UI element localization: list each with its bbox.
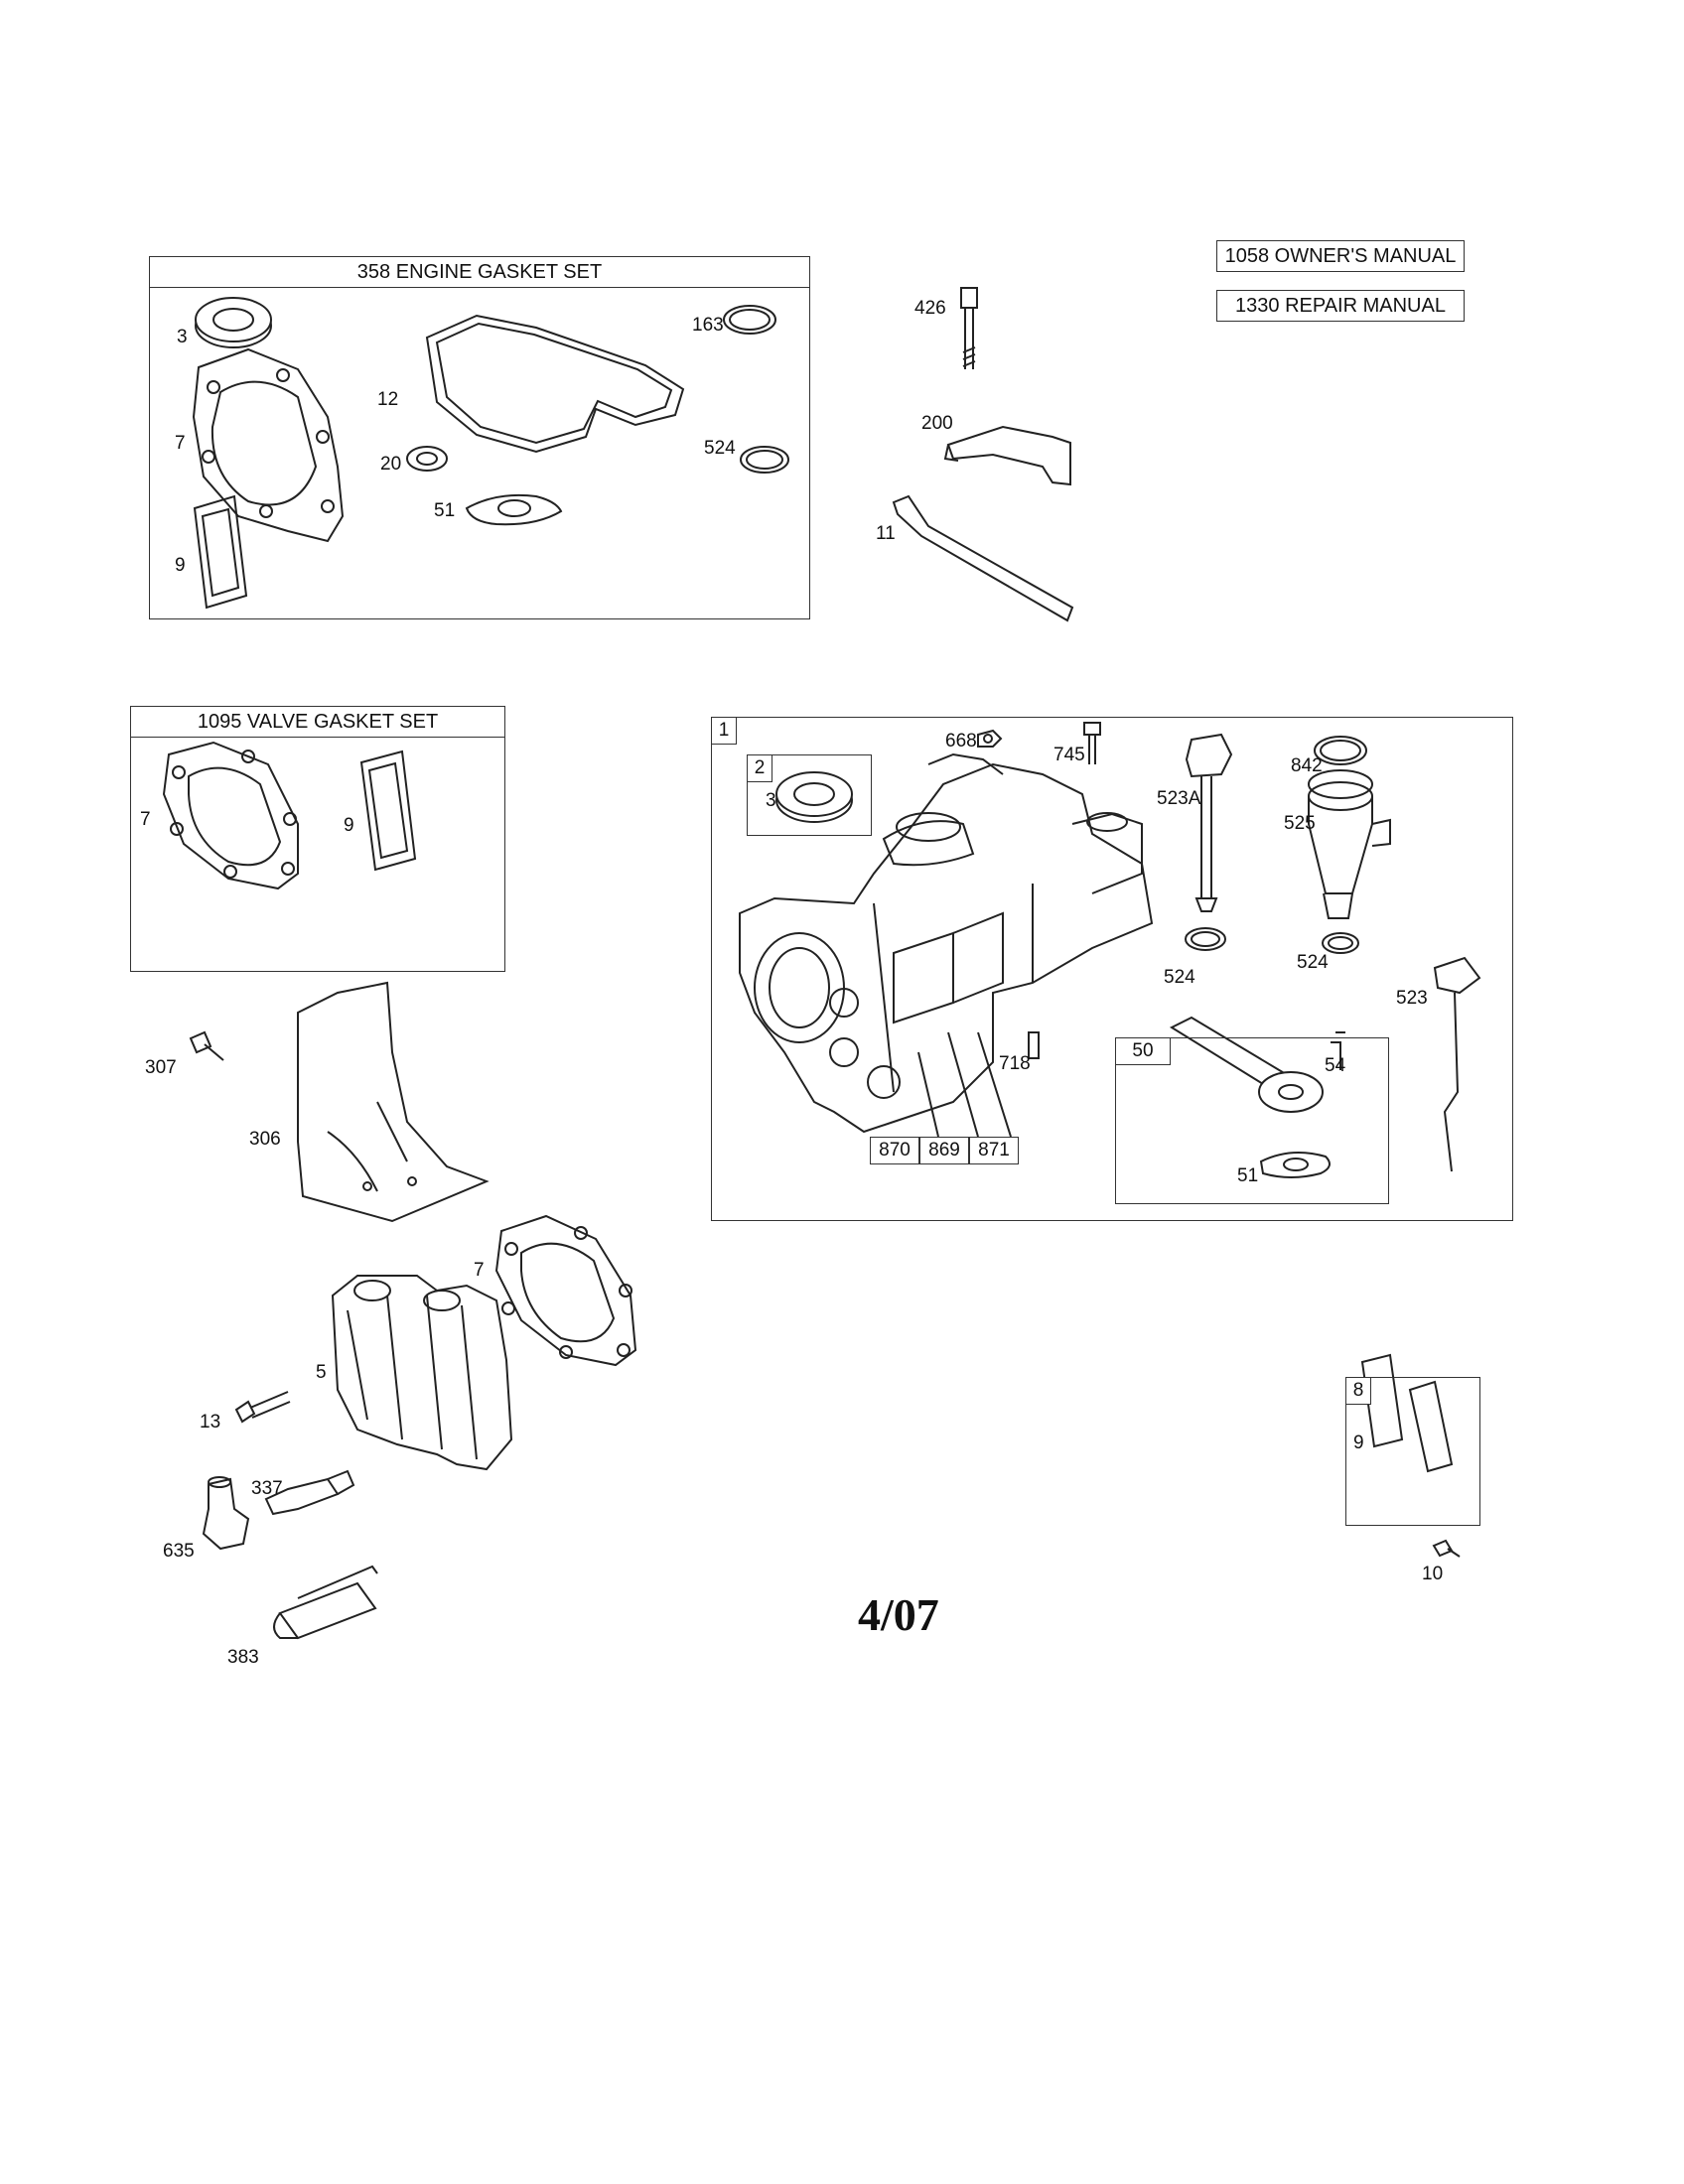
air-guide-306-illustration — [297, 981, 490, 1223]
dipstick-523-illustration — [1433, 956, 1481, 1172]
label-426: 426 — [914, 298, 946, 319]
label-10: 10 — [1422, 1564, 1444, 1584]
bolt-426-illustration — [960, 287, 978, 369]
crank-label-842: 842 — [1291, 755, 1323, 776]
engine-gasket-set-title: 358 ENGINE GASKET SET — [150, 257, 809, 288]
crank-label-668: 668 — [945, 731, 977, 751]
label-7: 7 — [175, 433, 186, 454]
label-13: 13 — [200, 1412, 221, 1433]
part-tag-869: 869 — [919, 1137, 969, 1164]
crankcase-gasket-illustration — [425, 314, 685, 454]
exhaust-gasket-illustration — [465, 493, 563, 526]
label-524: 524 — [704, 438, 736, 459]
o-ring-524-illustration — [740, 446, 789, 474]
head-gasket-7-illustration — [494, 1214, 637, 1367]
screw-745-illustration — [1083, 722, 1101, 764]
label-7-left: 7 — [474, 1260, 485, 1281]
pin-718-illustration — [1028, 1031, 1040, 1059]
label-5: 5 — [316, 1362, 327, 1383]
o-ring-842-illustration — [1314, 736, 1367, 765]
valve-cover-box — [1345, 1377, 1480, 1526]
screw-307-illustration — [189, 1030, 224, 1061]
oil-seal-sub-box — [747, 754, 872, 836]
breather-label-54: 54 — [1325, 1055, 1346, 1076]
repair-manual-box: 1330 REPAIR MANUAL — [1216, 290, 1465, 322]
crankcase-tag: 1 — [711, 717, 737, 745]
o-ring-524b-illustration — [1322, 932, 1359, 954]
label-200: 200 — [921, 413, 953, 434]
valve-gasket-set-title: 1095 VALVE GASKET SET — [131, 707, 504, 738]
label-12: 12 — [377, 389, 399, 410]
tube-11-illustration — [892, 494, 1074, 622]
spark-plug-337-illustration — [264, 1469, 355, 1516]
label-163: 163 — [692, 315, 724, 336]
crankcase-illustration — [739, 752, 1154, 1134]
label-9: 9 — [175, 555, 186, 576]
engine-gasket-set-box: 358 ENGINE GASKET SET — [149, 256, 810, 619]
spark-plug-boot-635-illustration — [202, 1476, 250, 1551]
ignition-armature-383-illustration — [273, 1565, 378, 1640]
screw-10-illustration — [1432, 1539, 1461, 1558]
crankcase-assembly-box — [711, 717, 1513, 1221]
sub-seal-illustration — [775, 771, 853, 823]
o-ring-524a-illustration — [1185, 927, 1226, 951]
valve-head-gasket-illustration — [162, 741, 299, 890]
breather-tag: 50 — [1115, 1037, 1171, 1065]
bolt-13-illustration — [234, 1391, 291, 1424]
label-3: 3 — [177, 327, 188, 347]
fill-tube-525-illustration — [1308, 769, 1391, 919]
leader-lines — [917, 1031, 1012, 1138]
crank-label-745: 745 — [1053, 745, 1085, 765]
owners-manual-box: 1058 OWNER'S MANUAL — [1216, 240, 1465, 272]
sub-tag: 2 — [747, 754, 772, 782]
label-306: 306 — [249, 1129, 281, 1150]
valve-cover-8-illustration — [1360, 1353, 1454, 1473]
label-51: 51 — [434, 500, 456, 521]
breather-box — [1115, 1037, 1389, 1204]
oil-seal-illustration — [195, 297, 272, 348]
valve-label-7: 7 — [140, 809, 151, 830]
cylinder-head-gasket-illustration — [192, 347, 345, 543]
part-tag-871: 871 — [969, 1137, 1019, 1164]
valve-cover-gasket-illustration-2 — [359, 750, 417, 872]
valve-label-9: 9 — [344, 815, 354, 836]
dipstick-523A-illustration — [1185, 733, 1233, 912]
label-20: 20 — [380, 454, 402, 475]
valve-gasket-set-box: 1095 VALVE GASKET SET — [130, 706, 505, 972]
oil-seal-20-illustration — [406, 446, 448, 472]
crank-label-718: 718 — [999, 1053, 1031, 1074]
valve-cover-gasket-illustration — [193, 494, 248, 610]
valve-cover-tag: 8 — [1345, 1377, 1371, 1405]
label-337: 337 — [251, 1478, 283, 1499]
crank-label-523A: 523A — [1157, 788, 1201, 809]
label-11: 11 — [876, 523, 896, 544]
crank-label-3: 3 — [766, 790, 776, 811]
crank-label-523: 523 — [1396, 988, 1428, 1009]
part-tag-870: 870 — [870, 1137, 919, 1164]
breather-illustration — [1169, 1016, 1345, 1178]
crank-label-524b: 524 — [1297, 952, 1329, 973]
o-ring-163-illustration — [723, 305, 776, 335]
crank-label-525: 525 — [1284, 813, 1316, 834]
revision-date: 4/07 — [858, 1589, 939, 1640]
cylinder-head-5-illustration — [331, 1275, 513, 1471]
nut-668-illustration — [977, 729, 1003, 748]
label-635: 635 — [163, 1541, 195, 1562]
label-307: 307 — [145, 1057, 177, 1078]
crank-label-524a: 524 — [1164, 967, 1195, 988]
valve-cover-label-9: 9 — [1353, 1433, 1364, 1453]
shield-200-illustration — [943, 425, 1071, 486]
breather-label-51: 51 — [1237, 1165, 1259, 1186]
label-383: 383 — [227, 1647, 259, 1668]
